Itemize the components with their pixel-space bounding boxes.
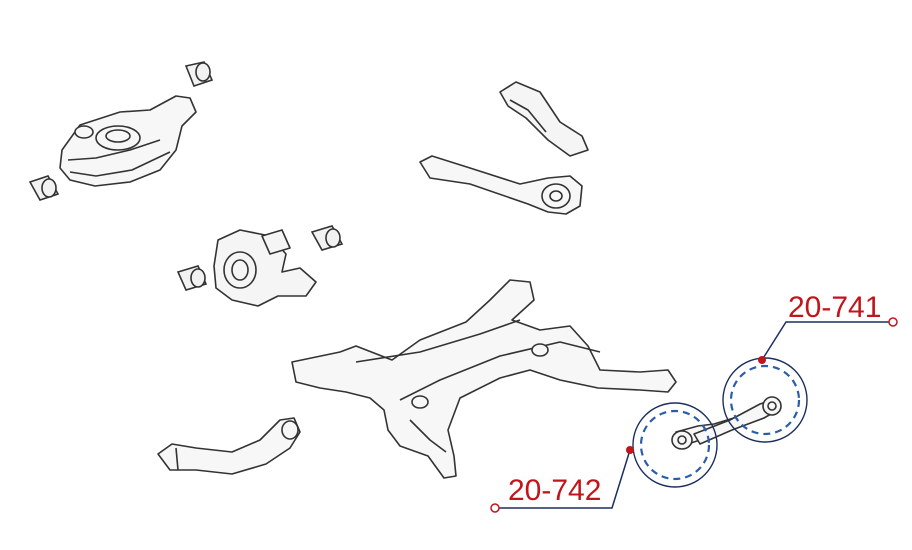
lateral-link-part <box>157 417 301 475</box>
callout-anchor-dot-20-742 <box>626 446 634 454</box>
bushing-part-2 <box>28 175 60 201</box>
callout-end-marker-20-742 <box>490 503 500 513</box>
subframe-part <box>291 279 677 479</box>
leader-line-20-741 <box>761 321 890 361</box>
bushing-part-4 <box>176 265 208 291</box>
callout-end-marker-20-741 <box>888 317 898 327</box>
callout-20-742: 20-742 <box>490 446 634 513</box>
bushing-part-3 <box>310 225 344 251</box>
callout-label-20-741: 20-741 <box>788 291 881 324</box>
callout-20-741: 20-741 <box>758 291 898 364</box>
trailing-arm-part <box>419 155 583 215</box>
knuckle-part <box>213 229 317 307</box>
callout-label-20-742: 20-742 <box>508 474 601 507</box>
highlight-circle-20-742 <box>632 402 718 488</box>
lower-control-arm-part <box>59 95 197 187</box>
leader-line-20-742 <box>498 449 631 509</box>
callout-anchor-dot-20-741 <box>758 356 766 364</box>
bracket-part <box>499 81 589 157</box>
bushing-part-1 <box>184 61 214 87</box>
